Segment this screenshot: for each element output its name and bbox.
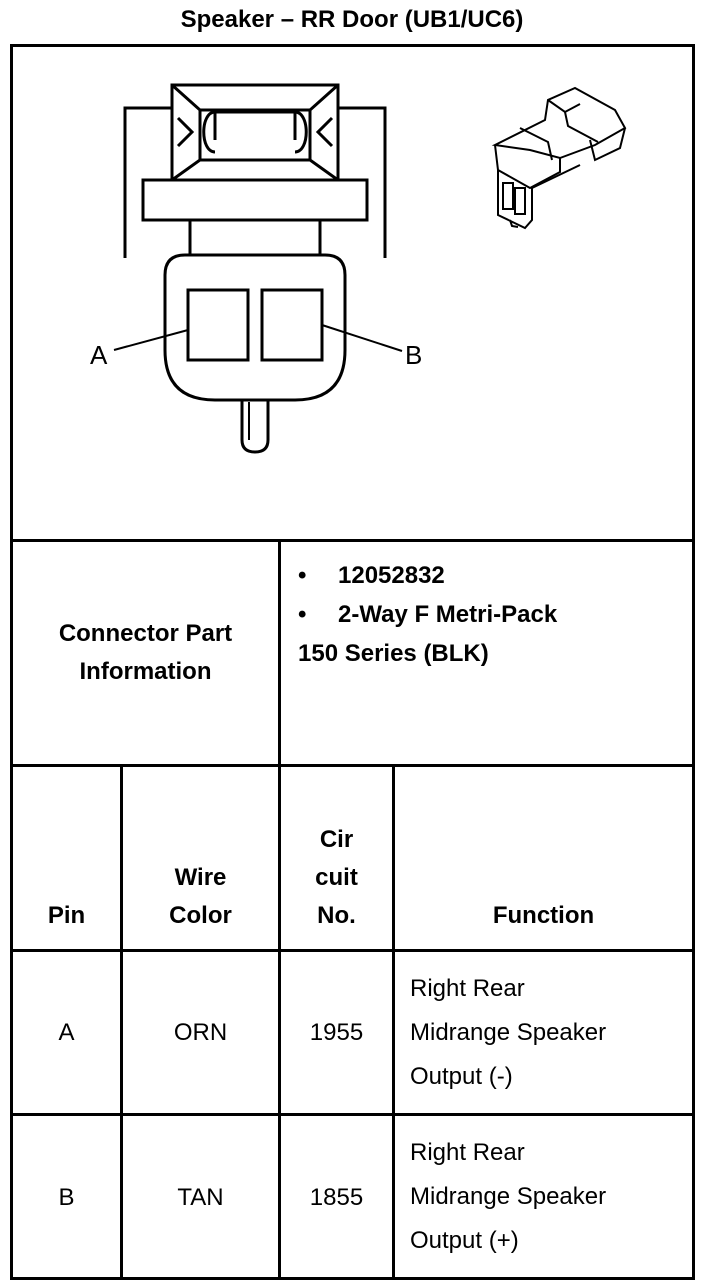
connector-face-drawing	[113, 83, 627, 454]
description-row: • 2-Way F Metri-Pack	[298, 595, 688, 634]
row-a-circuit: 1955	[309, 1018, 364, 1046]
header-pin: Pin	[47, 902, 86, 929]
pin-a-label: A	[90, 340, 108, 370]
divider-col-pin	[120, 764, 123, 1280]
connector-info-label-line2: Information	[79, 658, 212, 685]
row-a-wire-color: ORN	[173, 1018, 228, 1046]
connector-info-value: • 12052832 • 2-Way F Metri-Pack 150 Seri…	[298, 556, 688, 673]
header-wire-color: Wire Color	[169, 864, 232, 929]
part-number-row: • 12052832	[298, 556, 688, 595]
divider-header-bottom	[10, 949, 695, 952]
divider-col-circuit	[392, 764, 395, 1280]
header-function: Function	[492, 902, 595, 929]
description-line1: 2-Way F Metri-Pack	[338, 601, 558, 628]
divider-info-vertical	[278, 539, 281, 1280]
bullet-glyph: •	[298, 601, 307, 628]
divider-row-a-bottom	[10, 1113, 695, 1116]
connector-info-label: Connector Part Information	[13, 542, 278, 764]
connector-sheet	[10, 44, 695, 1280]
part-number: 12052832	[338, 562, 445, 589]
row-b-pin: B	[58, 1184, 75, 1211]
page-title: Speaker – RR Door (UB1/UC6)	[180, 6, 524, 33]
row-a-function: Right Rear Midrange Speaker Output (-)	[410, 975, 607, 1090]
divider-info-bottom	[10, 764, 695, 767]
row-b-circuit: 1855	[309, 1184, 364, 1211]
pin-b-label: B	[405, 340, 423, 370]
description-line2: 150 Series (BLK)	[298, 640, 489, 667]
bullet-glyph: •	[298, 562, 307, 589]
row-a-pin: A	[58, 1018, 75, 1046]
divider-diagram-bottom	[10, 539, 695, 542]
row-b-function: Right Rear Midrange Speaker Output (+)	[410, 1139, 607, 1254]
header-circuit-no: Cir cuit No.	[315, 826, 358, 929]
connector-info-label-line1: Connector Part	[58, 620, 233, 647]
row-b-wire-color: TAN	[177, 1184, 224, 1211]
